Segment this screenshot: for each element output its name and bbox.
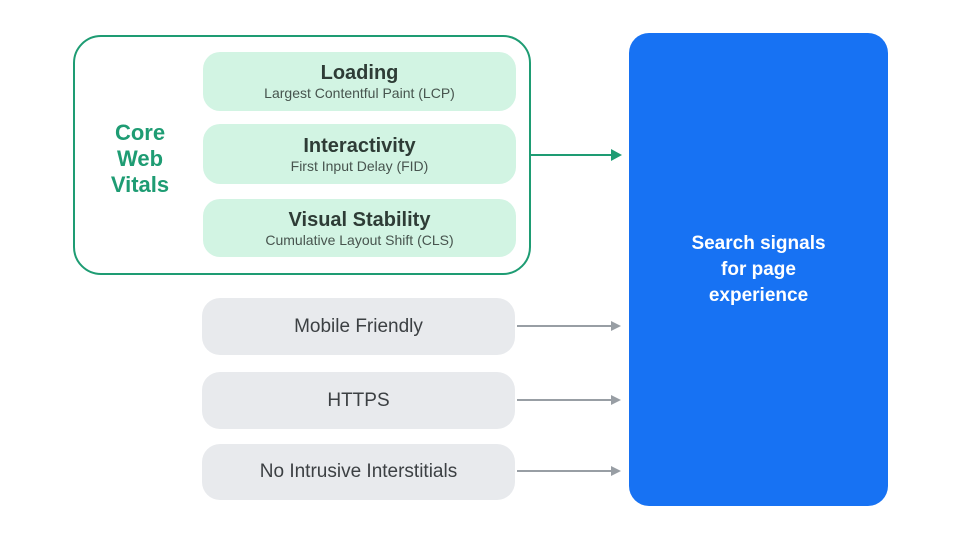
vital-card-loading: Loading Largest Contentful Paint (LCP) — [203, 52, 516, 111]
signal-label-mobile-friendly: Mobile Friendly — [294, 315, 423, 337]
vital-title-loading: Loading — [320, 62, 399, 84]
vital-title-visual-stability: Visual Stability — [288, 208, 431, 231]
vital-card-visual-stability: Visual Stability Cumulative Layout Shift… — [203, 199, 516, 257]
signal-card-mobile-friendly: Mobile Friendly — [202, 298, 515, 355]
arrow-right-icon-mobile-friendly — [517, 321, 621, 331]
signal-label-no-intrusive-interstitials: No Intrusive Interstitials — [259, 461, 458, 482]
arrow-right-icon-https — [517, 395, 621, 405]
search-signals-result-label: Search signals for page experience — [691, 232, 826, 306]
signal-card-no-intrusive-interstitials: No Intrusive Interstitials — [202, 444, 515, 500]
vital-subtitle-lcp: Largest Contentful Paint (LCP) — [264, 85, 455, 101]
arrow-right-icon-no-intrusive-interstitials — [517, 466, 621, 476]
arrow-right-icon-core-web-vitals — [531, 149, 622, 161]
signal-label-https: HTTPS — [327, 389, 390, 411]
signal-card-https: HTTPS — [202, 372, 515, 429]
core-web-vitals-group-label: Core Web Vitals — [110, 120, 170, 197]
search-signals-result-box: Search signals for page experience — [629, 33, 888, 506]
vital-subtitle-cls: Cumulative Layout Shift (CLS) — [265, 231, 454, 248]
vital-subtitle-fid: First Input Delay (FID) — [290, 157, 429, 174]
vital-card-interactivity: Interactivity First Input Delay (FID) — [203, 124, 516, 184]
vital-title-interactivity: Interactivity — [303, 134, 416, 157]
